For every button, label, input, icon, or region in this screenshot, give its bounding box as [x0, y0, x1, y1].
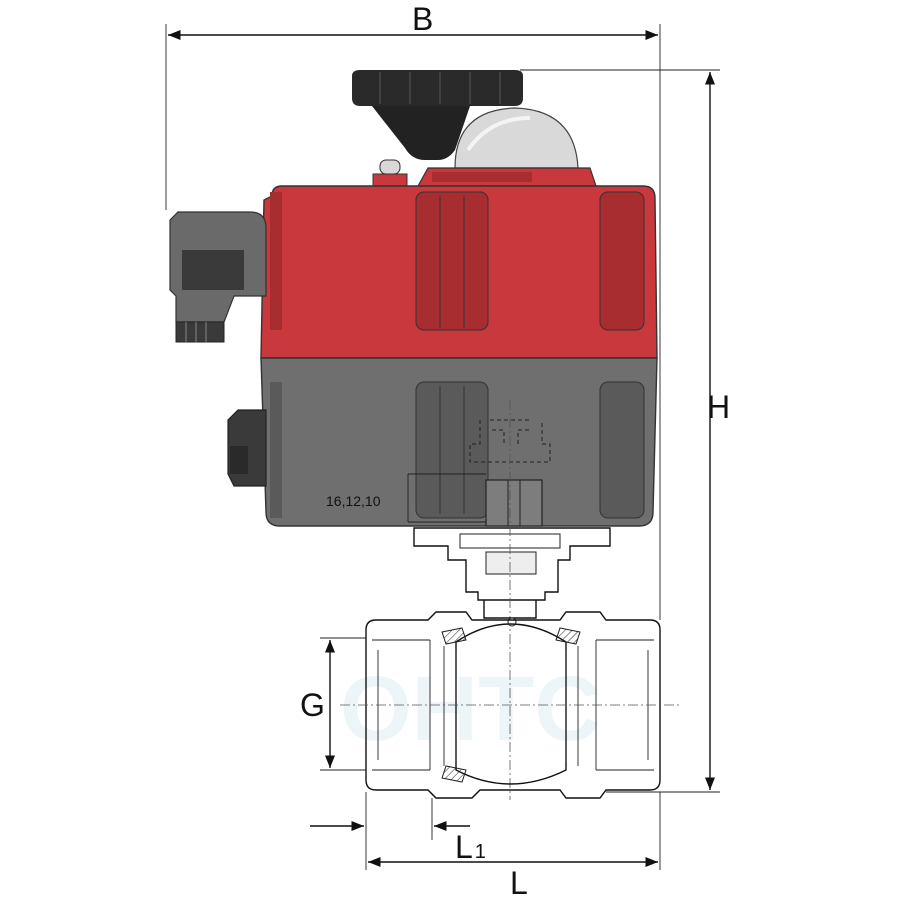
dimension-h — [520, 69, 720, 793]
indicator-light — [372, 159, 408, 187]
dimension-l-label: L — [510, 865, 528, 900]
actuator-housing-red — [260, 185, 658, 359]
watermark-text: ОНТС — [340, 658, 601, 760]
manual-override-handwheel — [352, 70, 523, 160]
position-indicator-dome — [454, 107, 579, 169]
dimension-g — [320, 637, 366, 771]
cable-connector-lower — [227, 409, 267, 487]
dimension-g-label: G — [300, 687, 325, 723]
drive-stem-detail — [407, 419, 551, 527]
dimension-l — [368, 792, 661, 870]
dimension-b — [165, 24, 661, 620]
valve-ball — [443, 623, 579, 785]
actuator-cap — [416, 167, 597, 187]
dimension-l1 — [310, 792, 470, 870]
stem-size-label: 16,12,10 — [326, 493, 381, 509]
dimension-b-label: B — [412, 1, 433, 37]
dimension-l1-sub: 1 — [475, 841, 486, 863]
cable-connector-upper — [169, 211, 267, 343]
actuator-housing-grey — [260, 357, 658, 527]
mounting-bracket — [413, 400, 611, 800]
dimension-h-label: H — [707, 389, 730, 425]
seat-seals — [441, 627, 581, 783]
dimension-l1-main: L — [455, 829, 473, 865]
